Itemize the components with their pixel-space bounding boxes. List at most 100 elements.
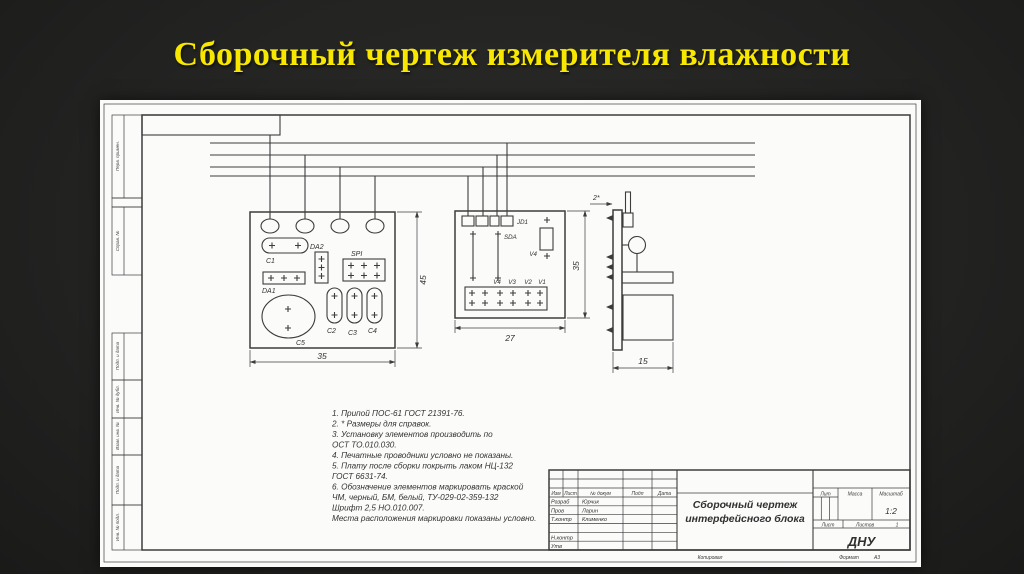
note-line: 2. * Размеры для справок. bbox=[331, 420, 431, 429]
title-block: Изм Лист № докум Подп Дата Разраб Юрчик … bbox=[548, 469, 911, 551]
top-connector bbox=[461, 215, 514, 227]
label-v2: V2 bbox=[524, 279, 532, 286]
title-block-header-row: Изм Лист № докум Подп Дата bbox=[551, 491, 671, 497]
note-line: 3. Установку элементов производить по bbox=[332, 430, 493, 439]
label-v1: V1 bbox=[538, 279, 546, 286]
mounting-pads bbox=[260, 218, 385, 234]
col-data: Дата bbox=[657, 491, 671, 497]
label-spi: SPI bbox=[351, 251, 362, 258]
scale-label: Масштаб bbox=[879, 492, 903, 498]
label-da2: DA2 bbox=[310, 244, 324, 251]
side-pin bbox=[624, 191, 632, 214]
bottom-connector bbox=[464, 286, 548, 311]
doc-title-line2: интерфейсного блока bbox=[685, 513, 805, 525]
side-screw-head bbox=[627, 235, 647, 255]
assembly-drawing: Перв. примен. Справ. № Подп. и дата Инв.… bbox=[103, 103, 917, 563]
col-dokum: № докум bbox=[590, 491, 611, 497]
slide-title: Сборочный чертеж измерителя влажности bbox=[173, 36, 851, 73]
component-c3 bbox=[346, 287, 363, 324]
component-c4 bbox=[366, 287, 383, 324]
note-line: 5. Плату после сборки покрыть лаком НЦ-1… bbox=[332, 462, 513, 471]
component-v4 bbox=[539, 227, 554, 251]
component-3pin bbox=[262, 271, 306, 285]
col-podp: Подп bbox=[632, 491, 644, 497]
main-board-wires bbox=[269, 135, 376, 219]
component-spi bbox=[342, 258, 386, 282]
solder-pins bbox=[268, 242, 380, 331]
drawing-sheet: Перв. примен. Справ. № Подп. и дата Инв.… bbox=[100, 100, 921, 567]
margin-label: Справ. № bbox=[115, 231, 120, 252]
component-c2 bbox=[326, 287, 343, 324]
note-line: ОСТ ТО.010.030. bbox=[332, 441, 397, 450]
side-connector-bar bbox=[621, 271, 674, 284]
title-block-roles: Разраб Юрчик Пров Ларин Т.контр Клименко… bbox=[550, 500, 607, 551]
note-line: ГОСТ 6631-74. bbox=[332, 472, 388, 481]
note-line: 4. Печатные проводники условно не показа… bbox=[332, 451, 513, 460]
note-line: Места расположения маркировки показаны у… bbox=[332, 514, 536, 523]
sensor-board-wires bbox=[467, 143, 508, 216]
name-tkontr: Клименко bbox=[582, 517, 607, 523]
sheet-label: Лист bbox=[821, 523, 835, 529]
dimension-sensor-width: 27 bbox=[454, 320, 566, 343]
note-line: ЧМ, черный, БМ, белый, ТУ-029-02-359-132 bbox=[332, 493, 499, 502]
margin-label: Подп. и дата bbox=[115, 465, 120, 494]
component-c1 bbox=[261, 237, 309, 254]
sheet-trim-border bbox=[103, 103, 917, 563]
role-tkontr: Т.контр bbox=[551, 517, 572, 523]
margin-cell-empty bbox=[111, 197, 143, 208]
copied-label: Копировал bbox=[698, 555, 723, 561]
col-izm: Изм bbox=[551, 491, 561, 497]
margin-label: Взам. инв. № bbox=[115, 422, 120, 450]
dimension-main-height: 45 bbox=[397, 211, 428, 349]
component-c5 bbox=[261, 294, 316, 339]
label-c1: C1 bbox=[266, 258, 275, 265]
sensor-board: JD1 V4 SDA V4 V3 V2 V1 bbox=[454, 210, 566, 319]
sda-traces bbox=[472, 233, 499, 280]
dim-35-sensor: 35 bbox=[571, 261, 581, 271]
label-v4-comp: V4 bbox=[529, 251, 537, 258]
label-c5: C5 bbox=[296, 340, 305, 347]
col-list: Лист bbox=[563, 491, 577, 497]
format-value: А3 bbox=[873, 555, 880, 561]
note-line: Шрифт 2,5 НО.010.007. bbox=[332, 504, 425, 513]
dim-45: 45 bbox=[418, 275, 428, 285]
label-c4: C4 bbox=[368, 328, 377, 335]
mass-label: Масса bbox=[848, 492, 863, 498]
label-sda: SDA bbox=[504, 234, 517, 241]
doc-title-line1: Сборочный чертеж bbox=[693, 499, 799, 511]
main-board: C1 DA2 SPI DA1 C5 C2 C3 C4 bbox=[249, 211, 396, 349]
note-line: 6. Обозначение элементов маркировать кра… bbox=[332, 483, 524, 492]
sheets-label: Листов bbox=[855, 523, 875, 529]
dim-2star: 2* bbox=[592, 195, 600, 202]
label-v3: V3 bbox=[508, 279, 516, 286]
drawing-frame bbox=[141, 114, 911, 551]
label-c3: C3 bbox=[348, 330, 357, 337]
technical-notes: 1. Припой ПОС-61 ГОСТ 21391-76. 2. * Раз… bbox=[331, 409, 536, 523]
dimension-sensor-height: 35 bbox=[567, 210, 590, 319]
role-nkontr: Н.контр bbox=[551, 536, 573, 542]
dim-27: 27 bbox=[504, 333, 515, 343]
dimension-side-width: 15 bbox=[612, 342, 674, 373]
note-line: 1. Припой ПОС-61 ГОСТ 21391-76. bbox=[332, 409, 465, 418]
solder-pins bbox=[469, 217, 550, 306]
top-left-designation-block bbox=[141, 114, 281, 136]
margin-label: Инв. № подл. bbox=[115, 513, 120, 541]
dimension-main-width: 35 bbox=[249, 350, 396, 367]
component-da2 bbox=[314, 251, 329, 284]
scale-value: 1:2 bbox=[885, 506, 897, 516]
label-c2: C2 bbox=[327, 328, 336, 335]
dim-35-main: 35 bbox=[317, 351, 327, 361]
margin-label: Инв. № дубл. bbox=[115, 385, 120, 413]
label-v4: V4 bbox=[493, 279, 501, 286]
dim-15: 15 bbox=[638, 356, 648, 366]
format-label: Формат bbox=[839, 555, 859, 561]
dimension-pin-offset: 2* bbox=[590, 195, 613, 207]
label-jd1: JD1 bbox=[516, 219, 528, 226]
name-prov: Ларин bbox=[581, 508, 598, 514]
side-solder-pins bbox=[606, 215, 613, 333]
label-da1: DA1 bbox=[262, 288, 276, 295]
sheets-value: 1 bbox=[896, 523, 899, 529]
role-prov: Пров bbox=[551, 508, 564, 514]
role-utv: Утв bbox=[550, 544, 562, 550]
